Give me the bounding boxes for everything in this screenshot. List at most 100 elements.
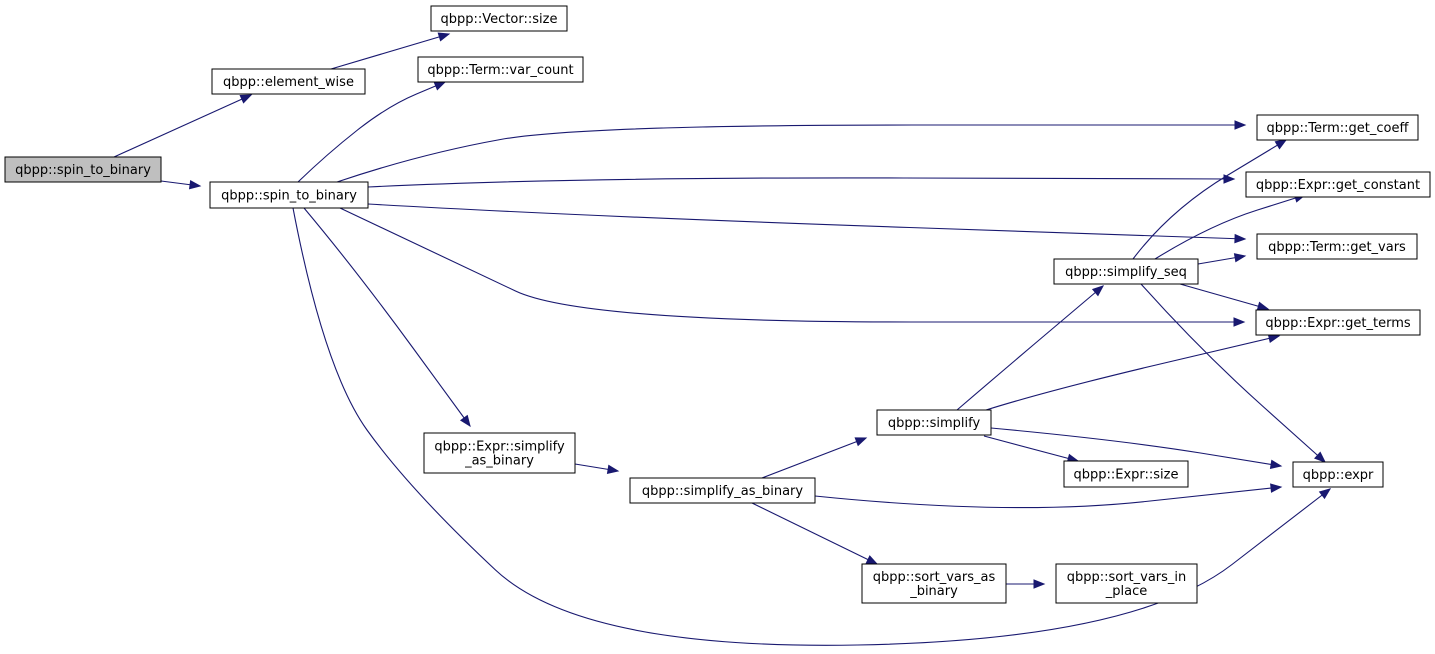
edge-line	[113, 94, 252, 158]
edge-arrowhead	[1269, 459, 1283, 470]
edge-line	[292, 207, 1331, 646]
node-expr-simplify-as-binary[interactable]: qbpp::Expr::simplify_as_binary	[423, 432, 576, 474]
node-box	[1055, 563, 1198, 604]
edge-arrowhead	[1233, 317, 1246, 327]
node-label: qbpp::Expr::get_constant	[1256, 178, 1420, 193]
edge-arrowhead	[606, 464, 620, 474]
edge-line	[339, 207, 1244, 323]
edge-line	[1140, 283, 1326, 463]
edge-n_spin2-to-n_var_count	[297, 81, 447, 183]
edge-line	[297, 81, 446, 183]
node-get-coeff[interactable]: qbpp::Term::get_coeff	[1256, 114, 1419, 141]
edge-line	[330, 33, 450, 70]
node-simplify-as-binary[interactable]: qbpp::simplify_as_binary	[629, 477, 816, 504]
edge-line	[956, 285, 1104, 411]
edge-arrowhead	[1270, 483, 1283, 493]
edge-n_sort_vars_as_binary-to-n_sort_vars_in_place	[1006, 579, 1046, 589]
node-label: qbpp::spin_to_binary	[15, 163, 151, 178]
node-spin2[interactable]: qbpp::spin_to_binary	[209, 181, 369, 209]
node-simplify[interactable]: qbpp::simplify	[876, 409, 992, 436]
edge-line	[1154, 194, 1306, 260]
node-box	[417, 56, 584, 83]
edge-line	[983, 435, 1079, 462]
edge-n_spin2-to-n_get_vars	[367, 203, 1247, 244]
edge-line	[751, 502, 878, 565]
node-label: qbpp::Expr::size	[1073, 468, 1178, 483]
edge-arrowhead	[1256, 301, 1270, 311]
node-label: qbpp::Term::get_coeff	[1267, 121, 1410, 136]
edge-n_simplify_seq-to-n_get_vars	[1197, 253, 1247, 265]
node-element-wise[interactable]: qbpp::element_wise	[211, 68, 366, 95]
edge-n_simplify-to-n_expr	[990, 427, 1283, 470]
node-box	[4, 156, 162, 183]
edge-n_spin2-to-n_get_constant	[367, 174, 1236, 188]
node-box	[430, 5, 568, 32]
edge-line	[367, 203, 1246, 240]
node-label: qbpp::simplify_seq	[1065, 265, 1187, 280]
node-box	[1255, 309, 1421, 336]
node-label: qbpp::expr	[1303, 468, 1374, 483]
edge-n_spin2-to-n_get_coeff	[336, 120, 1247, 183]
node-expr[interactable]: qbpp::expr	[1292, 461, 1384, 488]
node-label: qbpp::sort_vars_in	[1067, 570, 1187, 585]
node-vector-size[interactable]: qbpp::Vector::size	[430, 5, 568, 32]
edge-n_spin2-to-n_get_terms	[339, 207, 1246, 327]
edge-n_simplify_seq-to-n_get_terms	[1179, 283, 1270, 311]
node-box	[861, 563, 1007, 604]
edge-arrowhead	[459, 414, 471, 428]
node-box	[1256, 233, 1418, 260]
edge-n_spin2-to-n_expr_simplify_as_binary	[303, 207, 471, 428]
node-label: qbpp::spin_to_binary	[221, 189, 357, 204]
nodes-layer: qbpp::spin_to_binaryqbpp::element_wiseqb…	[4, 5, 1431, 604]
node-label: qbpp::Term::var_count	[427, 63, 573, 78]
node-get-vars[interactable]: qbpp::Term::get_vars	[1256, 233, 1418, 260]
node-simplify-seq[interactable]: qbpp::simplify_seq	[1053, 258, 1199, 285]
edge-n_root-to-n_spin2	[160, 179, 202, 190]
edge-arrowhead	[1314, 451, 1327, 463]
node-label: _as_binary	[464, 454, 534, 469]
edge-line	[1132, 139, 1287, 260]
node-label: _binary	[909, 584, 958, 599]
edge-n_simplify-to-n_simplify_seq	[956, 285, 1105, 411]
edge-line	[1179, 283, 1269, 310]
edge-n_simplify_as_binary-to-n_expr	[814, 483, 1283, 509]
node-label: qbpp::Vector::size	[441, 12, 558, 27]
edge-arrowhead	[854, 437, 868, 447]
edge-line	[336, 124, 1245, 183]
edge-arrowhead	[1223, 174, 1236, 184]
edge-arrowhead	[1233, 253, 1247, 263]
node-box	[1292, 461, 1384, 488]
node-get-terms[interactable]: qbpp::Expr::get_terms	[1255, 309, 1421, 336]
edge-n_spin2-to-n_expr	[292, 207, 1332, 646]
node-box	[629, 477, 816, 504]
edge-n_expr_simplify_as_binary-to-n_simplify_as_binary	[574, 463, 620, 474]
edge-line	[303, 207, 471, 427]
edge-arrowhead	[433, 81, 447, 91]
edge-arrowhead	[865, 555, 879, 565]
node-root[interactable]: qbpp::spin_to_binary	[4, 156, 162, 183]
node-box	[209, 181, 369, 209]
edge-arrowhead	[1274, 139, 1288, 150]
edge-n_simplify-to-n_expr_size	[983, 435, 1080, 463]
node-label: qbpp::sort_vars_as	[873, 570, 996, 585]
node-box	[1063, 460, 1189, 488]
edge-arrowhead	[437, 32, 451, 42]
edge-arrowhead	[1267, 333, 1281, 344]
edge-n_root-to-n_element_wise	[113, 94, 253, 158]
edge-n_element_wise-to-n_vector_size	[330, 32, 451, 70]
node-box	[423, 432, 576, 474]
edge-n_simplify_seq-to-n_expr	[1140, 283, 1327, 463]
node-expr-size[interactable]: qbpp::Expr::size	[1063, 460, 1189, 488]
edge-line	[814, 486, 1282, 509]
node-sort-vars-in-place[interactable]: qbpp::sort_vars_in_place	[1055, 563, 1198, 604]
edge-arrowhead	[1234, 233, 1247, 244]
edge-n_simplify_as_binary-to-n_sort_vars_as_binary	[751, 502, 879, 565]
node-sort-vars-as-binary[interactable]: qbpp::sort_vars_as_binary	[861, 563, 1007, 604]
edge-line	[985, 335, 1280, 411]
edge-arrowhead	[239, 94, 253, 104]
node-get-constant[interactable]: qbpp::Expr::get_constant	[1245, 171, 1431, 198]
node-var-count[interactable]: qbpp::Term::var_count	[417, 56, 584, 83]
node-label: qbpp::simplify	[888, 416, 981, 431]
edge-arrowhead	[1091, 285, 1105, 297]
